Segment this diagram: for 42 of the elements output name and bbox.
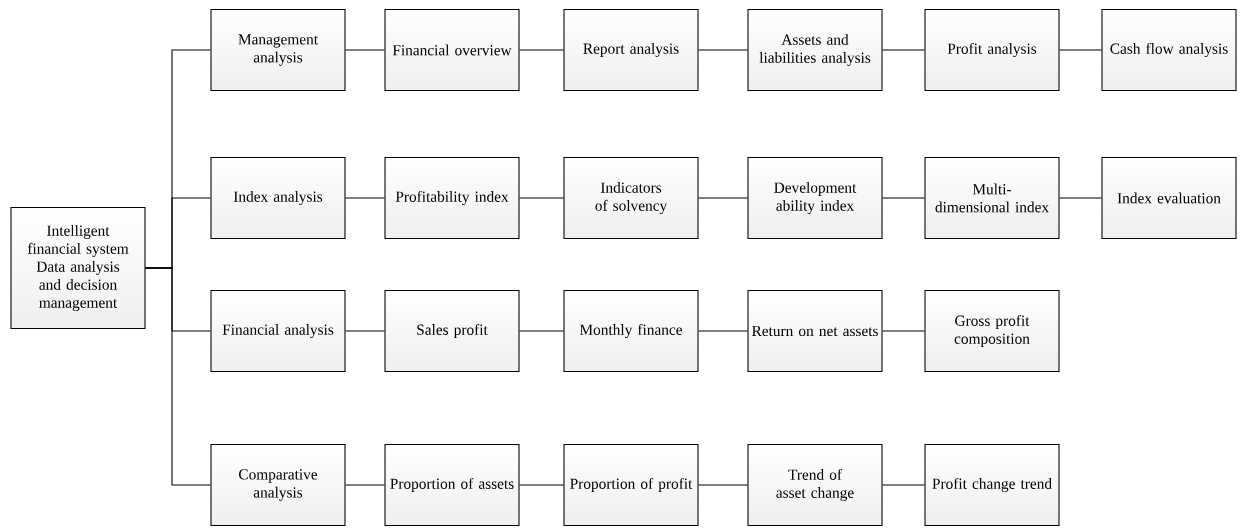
connector-line	[519, 484, 564, 486]
process-box: Proportion of profit	[563, 443, 699, 527]
connector-line	[345, 330, 385, 332]
process-box: Profitability index	[384, 156, 520, 240]
connector-line	[698, 197, 748, 199]
connector-line	[882, 197, 925, 199]
process-box: Return on net assets	[747, 289, 883, 373]
connector-line	[882, 49, 925, 51]
process-box: Report analysis	[563, 8, 699, 92]
root-box: Intelligent financial system Data analysis and decision management	[10, 206, 146, 330]
process-box: Multi-dimensional index	[924, 156, 1060, 240]
connector-line	[698, 484, 748, 486]
process-box: Cash flow analysis	[1101, 8, 1237, 92]
process-box: Profit change trend	[924, 443, 1060, 527]
process-box: Financial overview	[384, 8, 520, 92]
connector-line	[345, 49, 385, 51]
connector-line	[882, 330, 925, 332]
process-box: Index analysis	[210, 156, 346, 240]
connector-line	[345, 484, 385, 486]
connector-line	[345, 197, 385, 199]
process-box: Monthly finance	[563, 289, 699, 373]
process-box: Indicators of solvency	[563, 156, 699, 240]
connector-line	[145, 267, 211, 486]
process-box: Comparative analysis	[210, 443, 346, 527]
process-box: Development ability index	[747, 156, 883, 240]
process-box: Financial analysis	[210, 289, 346, 373]
connector-line	[1059, 49, 1102, 51]
process-box: Gross profit composition	[924, 289, 1060, 373]
process-box: Profit analysis	[924, 8, 1060, 92]
process-box: Index evaluation	[1101, 156, 1237, 240]
process-box: Proportion of assets	[384, 443, 520, 527]
connector-line	[698, 330, 748, 332]
connector-line	[1059, 197, 1102, 199]
connector-line	[698, 49, 748, 51]
process-box: Assets and liabilities analysis	[747, 8, 883, 92]
connector-line	[519, 330, 564, 332]
connector-line	[519, 49, 564, 51]
connector-line	[519, 197, 564, 199]
connector-line	[882, 484, 925, 486]
process-box: Trend of asset change	[747, 443, 883, 527]
process-box: Sales profit	[384, 289, 520, 373]
process-box: Management analysis	[210, 8, 346, 92]
